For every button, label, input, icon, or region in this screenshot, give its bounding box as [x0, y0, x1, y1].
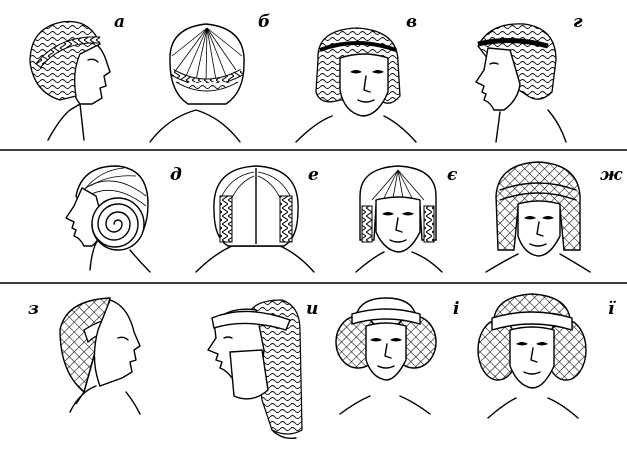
label-i: і	[453, 299, 460, 319]
figure-zh-net-hood	[485, 161, 591, 273]
label-zh: ж	[600, 165, 623, 185]
label-v: в	[406, 12, 418, 32]
label-y: и	[306, 299, 319, 319]
figure-g-profile-left	[475, 23, 567, 143]
label-yi: ї	[608, 299, 615, 319]
figure-a-profile-braided-band	[29, 20, 111, 141]
label-e: е	[308, 165, 319, 185]
label-a: а	[114, 12, 126, 32]
figure-ye-front-side-braids	[355, 165, 443, 273]
label-b: б	[258, 12, 271, 32]
label-ye: є	[447, 165, 458, 185]
figure-z-pointed-net-cap	[59, 297, 141, 415]
figure-d-spiral-bun	[65, 165, 151, 273]
figure-b-back-view	[149, 23, 245, 143]
figure-y-wimple-long-hair	[207, 299, 303, 440]
label-z: з	[28, 299, 39, 319]
label-d: д	[170, 165, 182, 185]
figure-yi-heart-headdress	[477, 293, 587, 419]
figure-i-side-net-cauls	[335, 297, 437, 415]
label-g: г	[573, 12, 583, 32]
figure-v-three-quarter	[295, 27, 417, 143]
figure-e-back-braids	[195, 165, 315, 273]
